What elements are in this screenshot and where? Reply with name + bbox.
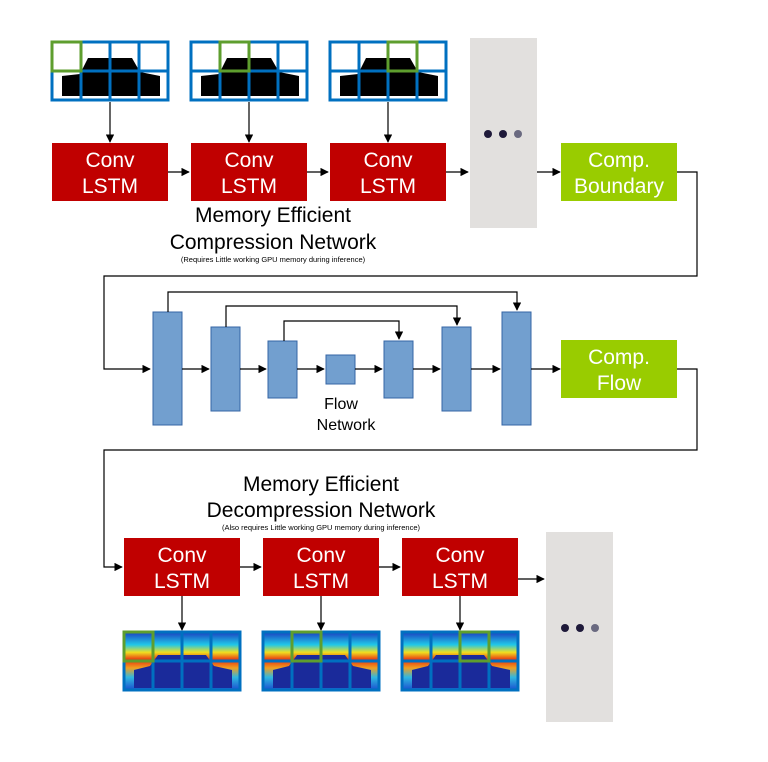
decoder-convlstm-1: Conv LSTM <box>124 538 240 596</box>
decoder-note: (Also requires Little working GPU memory… <box>222 523 420 532</box>
block-label-line2: LSTM <box>432 570 488 593</box>
flow-layer-7 <box>501 311 532 426</box>
block-label-line2: LSTM <box>221 175 277 198</box>
encoder-note: (Requires Little working GPU memory duri… <box>181 255 366 264</box>
output-frame-2 <box>261 630 381 692</box>
encoder-title-line2: Compression Network <box>170 231 377 254</box>
comp-flow-box: Comp. Flow <box>561 340 677 398</box>
flow-layer-5 <box>383 340 414 399</box>
decoder-title-line1: Memory Efficient <box>243 473 399 496</box>
encoder-convlstm-3: Conv LSTM <box>330 143 446 201</box>
output-frame-1 <box>122 630 242 692</box>
flow-network <box>152 291 532 426</box>
output-frame-3 <box>400 630 520 692</box>
decoder-ellipsis-panel <box>546 532 613 722</box>
block-label-line1: Conv <box>296 544 346 567</box>
block-label-line2: LSTM <box>293 570 349 593</box>
comp-boundary-line2: Boundary <box>574 175 664 198</box>
block-label-line1: Conv <box>363 149 413 172</box>
comp-boundary-line1: Comp. <box>588 149 650 172</box>
decoder-title-line2: Decompression Network <box>207 499 436 522</box>
encoder-ellipsis-panel <box>470 38 537 228</box>
decoder-convlstm-3: Conv LSTM <box>402 538 518 596</box>
block-label-line1: Conv <box>85 149 135 172</box>
encoder-convlstm-1: Conv LSTM <box>52 143 168 201</box>
block-label-line1: Conv <box>435 544 485 567</box>
input-frame-2 <box>189 40 309 102</box>
flow-layer-1 <box>152 311 183 426</box>
block-label-line2: LSTM <box>82 175 138 198</box>
block-label-line1: Conv <box>224 149 274 172</box>
encoder-title-line1: Memory Efficient <box>195 204 351 227</box>
comp-flow-line1: Comp. <box>588 346 650 369</box>
input-frame-3 <box>328 40 448 102</box>
block-label-line2: LSTM <box>360 175 416 198</box>
comp-boundary-box: Comp. Boundary <box>561 143 677 201</box>
decoder-convlstm-2: Conv LSTM <box>263 538 379 596</box>
comp-flow-line2: Flow <box>597 372 642 395</box>
flow-network-label-line1: Flow <box>324 396 358 413</box>
flow-network-label-line2: Network <box>317 417 377 434</box>
encoder-convlstm-2: Conv LSTM <box>191 143 307 201</box>
block-label-line2: LSTM <box>154 570 210 593</box>
block-label-line1: Conv <box>157 544 207 567</box>
flow-layer-3 <box>267 340 298 399</box>
flow-layer-6 <box>441 326 472 412</box>
input-frame-1 <box>50 40 170 102</box>
flow-layer-4 <box>325 354 356 385</box>
flow-layer-2 <box>210 326 241 412</box>
